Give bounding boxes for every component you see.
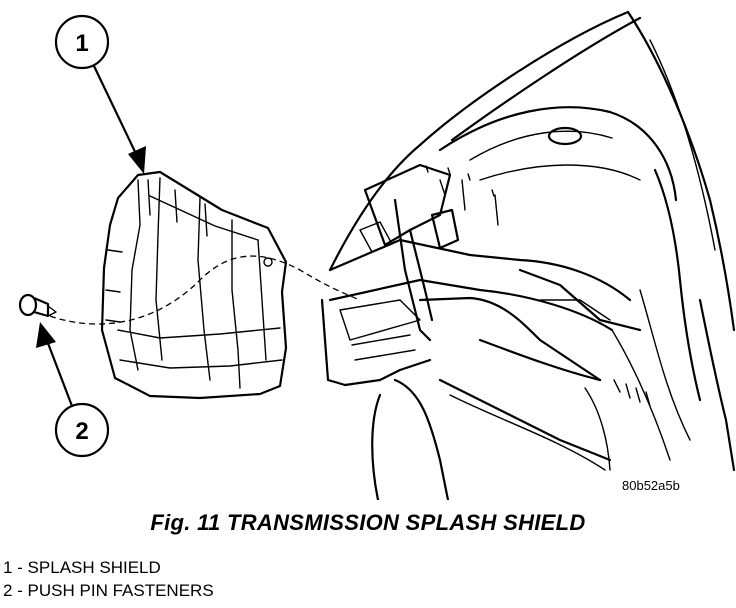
callout-1-number: 1	[75, 30, 88, 57]
legend-item-splash-shield: 1 - SPLASH SHIELD	[3, 558, 161, 577]
callout-2-leader	[44, 336, 74, 408]
exploded-view-illustration: 1 2	[18, 10, 736, 500]
figure-title: Fig. 11 TRANSMISSION SPLASH SHIELD	[150, 510, 586, 535]
callout-2-number: 2	[75, 418, 88, 445]
callout-1-leader	[92, 64, 140, 160]
callout-2: 2	[36, 322, 110, 458]
callout-2-arrowhead	[36, 322, 56, 348]
vehicle-body-illustration	[320, 10, 736, 500]
callout-1-arrowhead	[128, 146, 146, 174]
legend: 1 - SPLASH SHIELD 2 - PUSH PIN FASTENERS	[3, 556, 214, 602]
image-code: 80b52a5b	[622, 478, 680, 493]
splash-shield-illustration	[100, 170, 288, 400]
alignment-line	[49, 255, 361, 325]
push-pin-fastener-illustration	[18, 293, 57, 318]
callout-1: 1	[54, 14, 146, 174]
legend-item-push-pin-fasteners: 2 - PUSH PIN FASTENERS	[3, 581, 214, 600]
